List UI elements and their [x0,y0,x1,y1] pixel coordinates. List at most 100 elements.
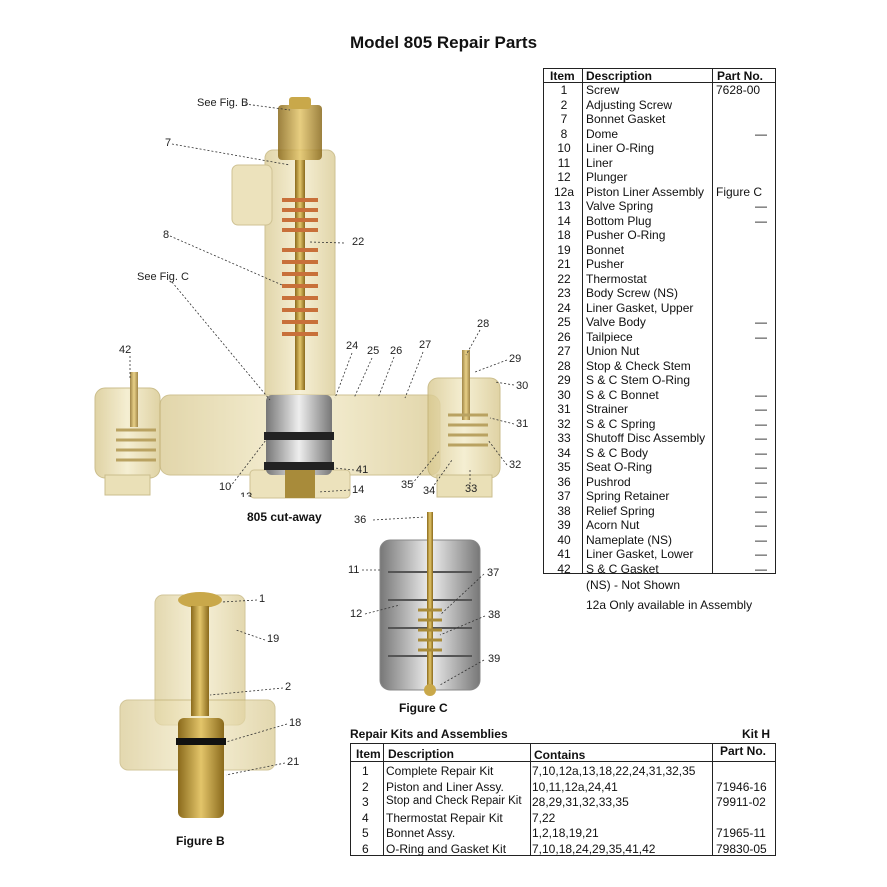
parts-item-number: 32 [557,416,571,431]
parts-table-header [543,68,776,83]
parts-part-number: — [755,416,767,431]
parts-table-row: 26 Tailpiece — [0,330,887,344]
see-fig-c-label: See Fig. C [137,271,189,283]
callout-39: 39 [488,653,501,665]
parts-item-number: 41 [557,547,571,561]
kit-label: Kit H [742,727,770,741]
parts-description: Bonnet Gasket [586,112,666,126]
callout-24: 24 [346,340,359,352]
thermostat-coil [282,198,318,336]
cutaway-caption: 805 cut-away [247,510,322,524]
kits-description: Complete Repair Kit [386,764,494,778]
parts-table-divider [582,68,583,574]
callout-10: 10 [219,481,232,493]
callout-1: 1 [259,593,266,605]
kits-header-contains: Contains [534,748,586,762]
parts-part-number: — [755,445,767,460]
parts-description: Valve Spring [586,199,654,213]
parts-item-number: 12 [557,170,571,184]
parts-description: Body Screw (NS) [586,286,679,300]
parts-item-number: 13 [557,199,571,213]
parts-item-number: 27 [557,344,571,358]
parts-item-number: 39 [557,518,571,532]
parts-item-number: 36 [557,474,571,489]
kits-description: Piston and Liner Assy. [386,779,504,794]
parts-part-number: — [755,329,767,344]
callout-32: 32 [509,459,522,471]
callout-26: 26 [390,345,403,357]
callout-28: 28 [477,318,490,330]
kits-item-number: 3 [362,795,369,810]
parts-item-number: 26 [557,329,571,344]
parts-description: Liner [586,155,613,170]
parts-description: Adjusting Screw [586,97,673,112]
parts-description: Piston Liner Assembly [586,184,705,199]
kits-contains: 7,10,18,24,29,35,41,42 [532,842,656,856]
kits-table [350,743,776,856]
callout-12: 12 [350,608,363,620]
kits-description: Bonnet Assy. [386,826,456,841]
parts-part-number: — [755,402,767,416]
parts-description: Pusher O-Ring [586,228,666,242]
kits-contains: 10,11,12a,24,41 [532,779,618,794]
kits-title: Repair Kits and Assemblies [350,727,508,741]
callout-30: 30 [516,380,529,392]
kits-contains: 28,29,31,32,33,35 [532,795,629,810]
callout-2: 2 [285,681,292,693]
callout-41: 41 [356,464,369,476]
parts-item-number: 31 [557,402,571,416]
parts-item-number: 21 [557,257,571,271]
parts-item-number: 23 [557,286,571,300]
parts-part-number: — [755,213,767,228]
callout-35: 35 [401,479,414,491]
callout-19: 19 [267,633,280,645]
parts-description: Tailpiece [586,329,633,344]
parts-item-number: 14 [557,213,571,228]
kits-part-number: 71965-11 [716,826,766,841]
kits-table-divider [712,743,713,856]
parts-description: Seat O-Ring [586,460,653,474]
parts-table-divider [712,68,713,574]
parts-description: Screw [586,83,620,97]
parts-description: Thermostat [586,271,647,286]
parts-table-row: 23 Body Screw (NS) [0,286,887,300]
kits-item-number: 2 [362,779,369,794]
figure-b-drawing [119,592,276,818]
kits-part-number: 79911-02 [716,795,766,810]
parts-description: S & C Body [586,445,649,460]
parts-description: Strainer [586,402,629,416]
parts-part-number: — [755,489,767,503]
callout-31: 31 [516,418,529,430]
parts-description: S & C Stem O-Ring [586,373,691,387]
parts-description: Liner O-Ring [586,141,655,155]
note-assembly-only: 12a Only available in Assembly [586,598,753,612]
parts-table-row: 31 Strainer — [0,402,887,416]
right-stop-check [427,350,501,498]
parts-description: Pusher [586,257,625,271]
parts-item-number: 24 [557,300,571,315]
parts-part-number: — [755,199,767,213]
parts-description: Stop & Check Stem [586,358,691,373]
parts-description: Pushrod [586,474,631,489]
kits-description: Thermostat Repair Kit [386,810,503,825]
parts-part-number: — [755,561,767,576]
callout-8: 8 [163,229,170,241]
parts-part-number: — [755,503,767,518]
parts-item-number: 30 [557,387,571,402]
parts-part-number: — [755,387,767,402]
callout-33: 33 [465,483,478,495]
